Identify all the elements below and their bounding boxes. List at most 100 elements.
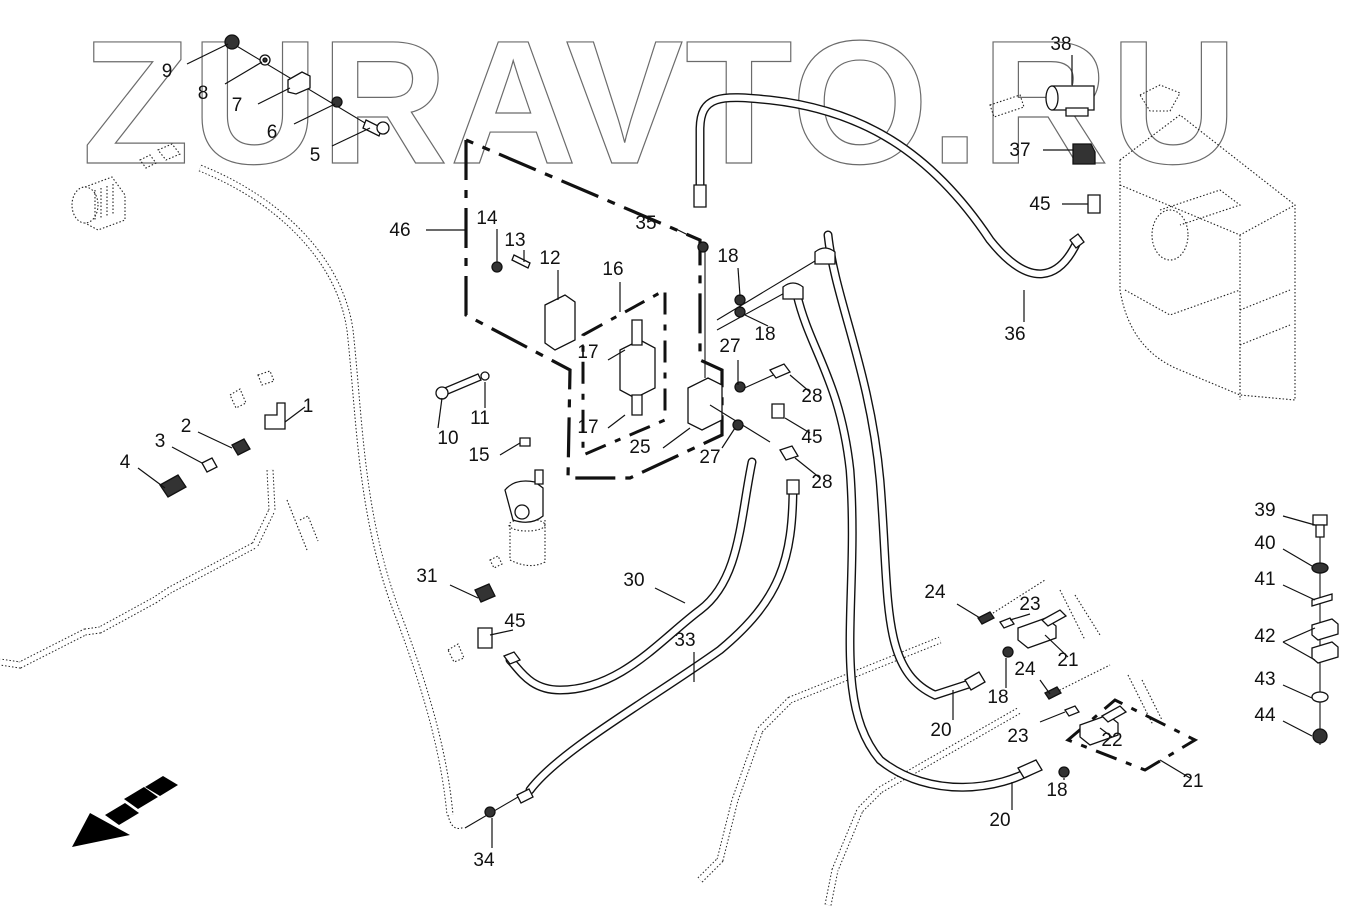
- callout-label-45: 45: [504, 611, 525, 632]
- assembly-46-boundary: [464, 138, 724, 480]
- callout-leader-line: [784, 417, 811, 434]
- callout-label-21: 21: [1182, 771, 1203, 792]
- callout-label-44: 44: [1254, 705, 1276, 726]
- callout-leader-line: [257, 87, 291, 105]
- callout-leader-line: [1099, 727, 1113, 738]
- callout-label-18: 18: [754, 324, 775, 345]
- callout-label-24: 24: [1014, 659, 1036, 680]
- callout-leader-line: [737, 267, 741, 297]
- callout-leader-line: [671, 226, 699, 241]
- callout-label-27: 27: [699, 447, 720, 468]
- callout-leader-line: [1009, 613, 1031, 621]
- callout-leader-line: [789, 374, 811, 393]
- callout-label-27: 27: [719, 336, 740, 357]
- ghost-filter: [504, 469, 546, 567]
- callout-leader-line: [662, 427, 691, 449]
- callout-leader-line: [137, 467, 166, 489]
- fittings: [159, 34, 1339, 829]
- callout-leader-line: [1282, 584, 1316, 601]
- callout-label-38: 38: [1050, 34, 1071, 55]
- callout-label-18: 18: [717, 246, 738, 267]
- hose-20-lower: [792, 290, 1040, 792]
- callout-leader-line: [499, 442, 521, 456]
- callout-label-24: 24: [924, 582, 946, 603]
- callout-label-36: 36: [1004, 324, 1025, 345]
- callout-label-18: 18: [987, 687, 1008, 708]
- callout-leader-line: [1282, 641, 1316, 661]
- callout-leader-line: [721, 427, 736, 449]
- callout-label-30: 30: [623, 570, 644, 591]
- callout-label-5: 5: [310, 145, 321, 166]
- callout-label-23: 23: [1019, 594, 1040, 615]
- callout-leader-line: [171, 446, 203, 464]
- callout-label-31: 31: [416, 566, 437, 587]
- callout-label-3: 3: [155, 431, 166, 452]
- watermark-text: ZURAVTO.RU: [82, 5, 1239, 201]
- callout-label-20: 20: [930, 720, 951, 741]
- callout-label-37: 37: [1009, 140, 1030, 161]
- callout-leader-line: [293, 103, 336, 125]
- callout-leader-line: [284, 406, 306, 423]
- callout-label-42: 42: [1254, 626, 1275, 647]
- callout-leader-line: [186, 43, 229, 65]
- callout-leader-line: [1159, 759, 1191, 779]
- callout-leader-line: [1282, 627, 1316, 643]
- callout-label-2: 2: [181, 416, 192, 437]
- callout-label-28: 28: [801, 386, 822, 407]
- callout-label-9: 9: [162, 61, 173, 82]
- callout-label-10: 10: [437, 428, 458, 449]
- callout-leader-line: [437, 397, 443, 429]
- callout-leader-line: [744, 314, 769, 327]
- callout-label-25: 25: [629, 437, 650, 458]
- callout-label-45: 45: [801, 427, 822, 448]
- callout-label-16: 16: [602, 259, 623, 280]
- callout-label-20: 20: [989, 810, 1010, 831]
- ghost-parts: [0, 84, 1296, 906]
- callout-label-15: 15: [468, 445, 489, 466]
- callout-label-8: 8: [198, 83, 209, 104]
- ghost-hose-lower-a: [697, 636, 942, 883]
- callout-leader-line: [1282, 548, 1313, 567]
- callout-label-22: 22: [1101, 730, 1122, 751]
- callout-label-21: 21: [1057, 650, 1078, 671]
- callout-label-40: 40: [1254, 533, 1275, 554]
- callout-label-39: 39: [1254, 500, 1275, 521]
- assembly-21-boundary: [1065, 698, 1199, 772]
- callout-label-34: 34: [473, 850, 495, 871]
- ghost-pipe-left: [0, 469, 276, 669]
- callout-label-4: 4: [120, 452, 131, 473]
- callout-leader-line: [224, 61, 263, 85]
- callout-leader-line: [607, 414, 626, 429]
- ghost-hose-lower-b: [824, 706, 1022, 906]
- callout-leader-line: [654, 587, 686, 604]
- ghost-tank: [1119, 84, 1296, 401]
- callout-label-33: 33: [674, 630, 695, 651]
- ghost-motor: [71, 143, 181, 231]
- callout-leader-line: [1044, 634, 1069, 658]
- hoses: [505, 93, 1083, 795]
- callout-leader-line: [449, 584, 479, 599]
- callout-label-7: 7: [232, 95, 243, 116]
- front-direction-arrow-icon: [72, 776, 178, 847]
- callout-leader-line: [331, 127, 371, 147]
- callout-label-45: 45: [1029, 194, 1050, 215]
- callout-label-35: 35: [635, 213, 656, 234]
- assembly-16-boundary: [581, 287, 667, 458]
- callout-label-28: 28: [811, 472, 832, 493]
- callout-label-43: 43: [1254, 669, 1275, 690]
- callout-leader-line: [607, 349, 626, 361]
- callout-label-12: 12: [539, 248, 560, 269]
- callout-leader-line: [489, 629, 514, 636]
- callout-label-13: 13: [504, 230, 525, 251]
- callout-label-17: 17: [577, 417, 598, 438]
- callout-label-1: 1: [303, 396, 314, 417]
- callout-leader-line: [197, 431, 233, 449]
- callout-label-41: 41: [1254, 569, 1275, 590]
- callout-leader-line: [1039, 679, 1051, 695]
- callout-label-6: 6: [267, 122, 278, 143]
- callout-leader-line: [1282, 684, 1313, 699]
- callout-leader-line: [794, 457, 821, 479]
- callout-label-11: 11: [470, 408, 490, 429]
- callout-leader-line: [1282, 720, 1313, 737]
